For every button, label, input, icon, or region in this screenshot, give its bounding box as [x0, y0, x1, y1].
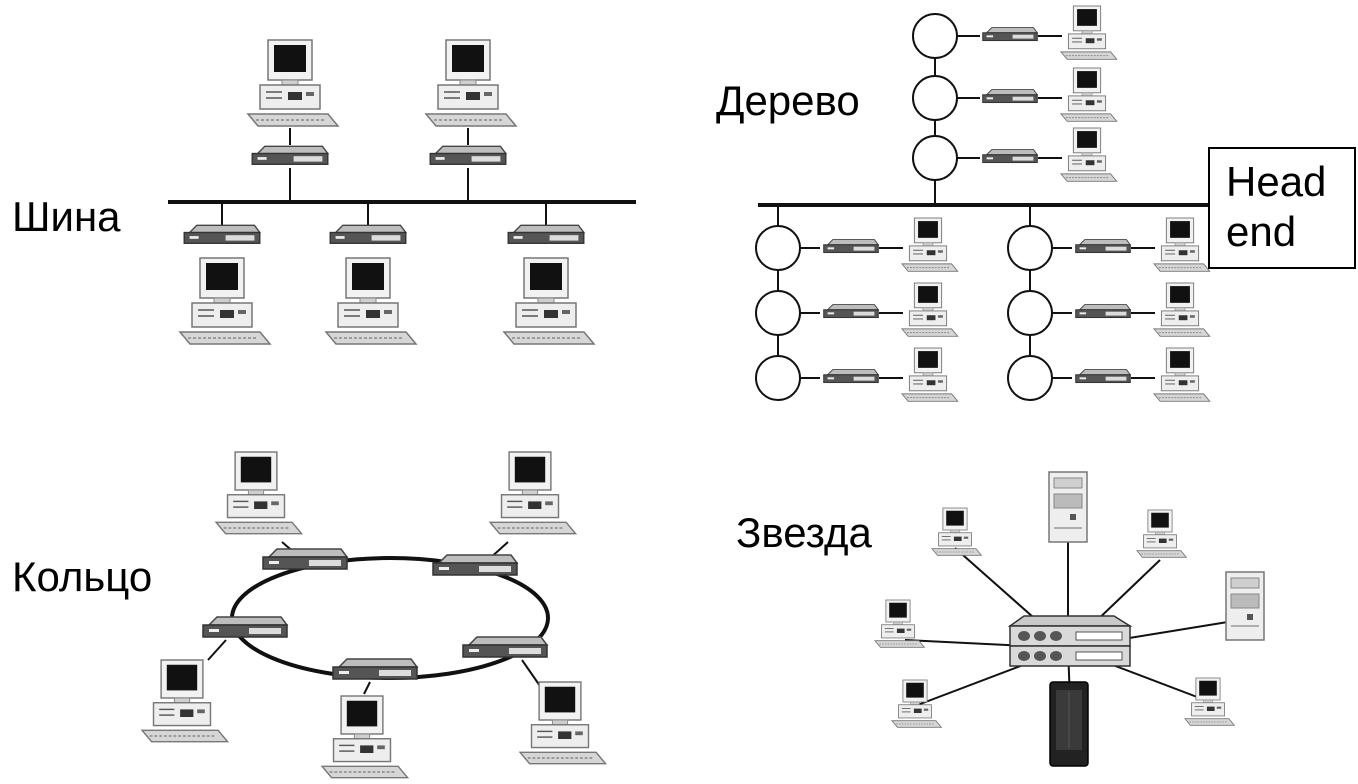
tree-topology	[755, 5, 1211, 402]
computer-icon	[874, 599, 926, 648]
tree-label: Дерево	[716, 77, 860, 124]
headend-label-line2: end	[1226, 208, 1297, 255]
headend-label-line1: Head	[1226, 158, 1327, 205]
tree-node	[1007, 290, 1053, 336]
computer-icon	[931, 507, 983, 556]
star-label: Звезда	[736, 509, 872, 556]
computer-icon	[900, 282, 959, 337]
tree-node	[755, 355, 801, 401]
transceiver-icon	[329, 224, 408, 244]
transceiver-icon	[1075, 239, 1132, 254]
drop-cable	[363, 681, 371, 695]
computer-icon	[424, 39, 518, 127]
server-icon	[1048, 471, 1088, 543]
headend-box: Head end	[1208, 147, 1356, 269]
transceiver-icon	[432, 554, 519, 576]
computer-icon	[1136, 509, 1188, 558]
transceiver-icon	[507, 224, 586, 244]
tree-node	[912, 75, 958, 121]
drop-cable	[521, 659, 541, 687]
computer-icon	[900, 347, 959, 402]
transceiver-icon	[262, 548, 349, 570]
computer-icon	[214, 451, 304, 535]
transceiver-icon	[183, 224, 262, 244]
transceiver-icon	[982, 149, 1039, 164]
tree-node	[1007, 355, 1053, 401]
computer-icon	[518, 681, 608, 765]
computer-icon	[1152, 282, 1211, 337]
transceiver-icon	[823, 239, 880, 254]
server-icon	[1225, 571, 1265, 641]
tree-node	[1007, 225, 1053, 271]
transceiver-icon	[1075, 304, 1132, 319]
computer-icon	[1152, 217, 1211, 272]
transceiver-icon	[251, 145, 330, 165]
computer-icon	[140, 659, 230, 743]
bus-topology	[168, 39, 636, 345]
ring-label: Кольцо	[12, 553, 153, 600]
tower-server-icon	[1049, 681, 1089, 767]
computer-icon	[502, 257, 596, 345]
computer-icon	[1184, 677, 1236, 726]
tree-node	[755, 225, 801, 271]
transceiver-icon	[823, 304, 880, 319]
computer-icon	[488, 451, 578, 535]
computer-icon	[246, 39, 340, 127]
computer-icon	[324, 257, 418, 345]
transceiver-icon	[429, 145, 508, 165]
computer-icon	[900, 217, 959, 272]
transceiver-icon	[823, 369, 880, 384]
transceiver-icon	[202, 616, 289, 638]
switch-hub-icon	[1007, 615, 1133, 667]
computer-icon	[1059, 127, 1118, 182]
computer-icon	[178, 257, 272, 345]
transceiver-icon	[1075, 369, 1132, 384]
transceiver-icon	[982, 27, 1039, 42]
tree-node	[912, 135, 958, 181]
drop-cable	[207, 639, 227, 661]
transceiver-icon	[462, 636, 549, 658]
computer-icon	[320, 695, 410, 779]
star-topology	[874, 471, 1265, 767]
ring-topology	[140, 451, 608, 779]
tree-node	[755, 290, 801, 336]
transceiver-icon	[982, 89, 1039, 104]
computer-icon	[1152, 347, 1211, 402]
computer-icon	[1059, 67, 1118, 122]
computer-icon	[1059, 5, 1118, 60]
tree-node	[912, 13, 958, 59]
transceiver-icon	[332, 658, 419, 680]
computer-icon	[891, 679, 943, 728]
bus-label: Шина	[12, 193, 121, 240]
